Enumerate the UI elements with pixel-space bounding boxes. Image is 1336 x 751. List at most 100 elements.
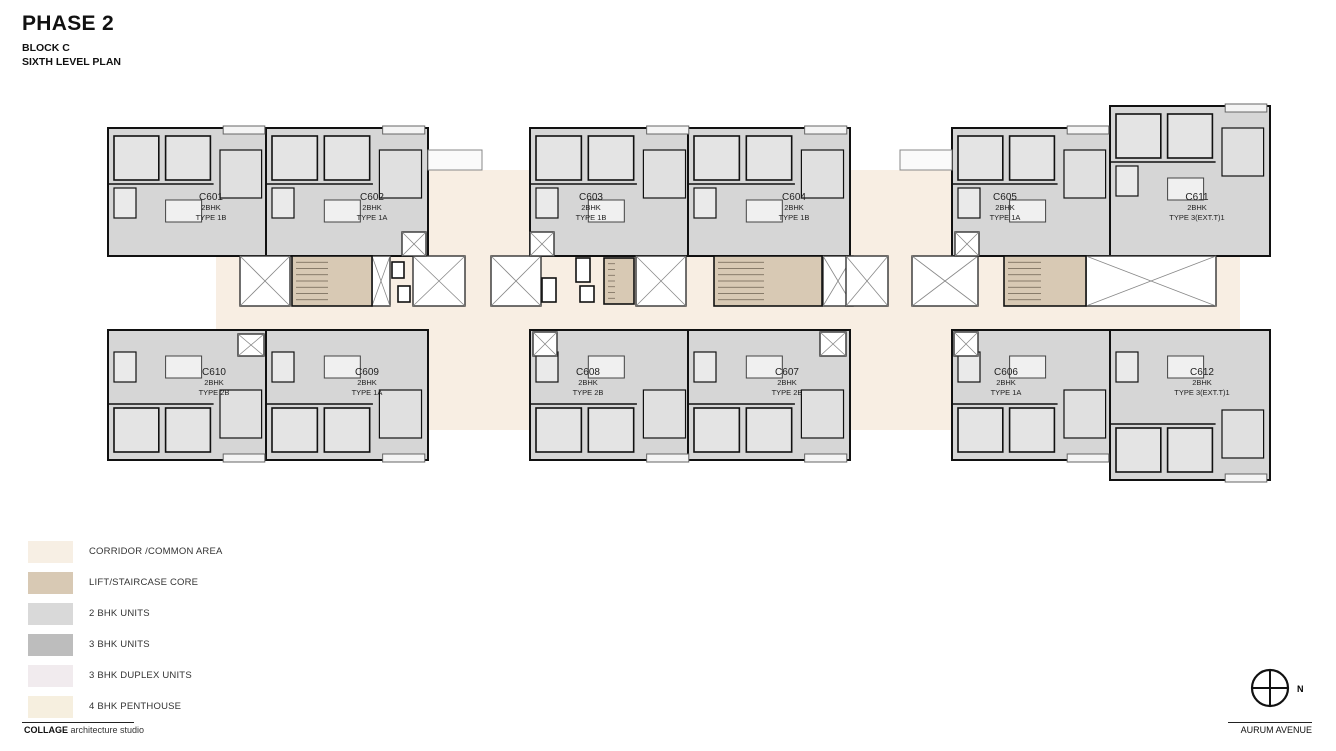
legend-swatch: [28, 602, 73, 625]
unit-id-label: C604: [782, 192, 806, 203]
dining-table: [587, 199, 625, 223]
shaft-cross: [954, 231, 980, 257]
legend-item: 2 BHK UNITS: [28, 598, 223, 629]
balcony: [1224, 103, 1268, 113]
shaft-cross: [237, 333, 265, 357]
unit-id-label: C611: [1185, 192, 1209, 203]
bedroom-room: [693, 135, 741, 181]
dining-table: [1009, 199, 1047, 223]
unit-id-label: C605: [993, 192, 1017, 203]
unit-bhk-label: 2BHK: [1192, 378, 1212, 387]
bedroom-room: [113, 407, 160, 453]
dining-table: [587, 355, 625, 379]
detail-layer: [108, 103, 1268, 483]
shaft-cross: [953, 331, 979, 357]
dining-table: [745, 199, 783, 223]
shaft-cross: [635, 255, 687, 307]
living-room: [800, 389, 845, 439]
living-room: [219, 389, 263, 439]
balcony: [1066, 453, 1110, 463]
unit-bhk-label: 2BHK: [204, 378, 224, 387]
bedroom-room: [535, 407, 583, 453]
unit-type-label: TYPE 2B: [199, 388, 230, 397]
lift-car: [541, 277, 557, 303]
bedroom-room: [1115, 113, 1162, 159]
dining-table: [1167, 355, 1205, 379]
toilet-room: [271, 351, 295, 383]
unit-type-label: TYPE 2B: [573, 388, 604, 397]
bedroom-room: [1115, 427, 1162, 473]
unit-bhk-label: 2BHK: [996, 378, 1016, 387]
legend-swatch: [28, 633, 73, 656]
living-room: [1063, 149, 1107, 199]
balcony: [222, 453, 266, 463]
toilet-room: [693, 187, 717, 219]
toilet-room: [535, 187, 559, 219]
studio-suffix: architecture studio: [70, 725, 145, 735]
unit-bhk-label: 2BHK: [581, 203, 601, 212]
unit-bhk-label: 2BHK: [777, 378, 797, 387]
toilet-room: [113, 351, 137, 383]
balcony: [382, 453, 426, 463]
bedroom-room: [957, 135, 1004, 181]
legend-swatch: [28, 540, 73, 563]
bedroom-room: [693, 407, 741, 453]
living-room: [642, 389, 687, 439]
dining-table: [745, 355, 783, 379]
footer-rule-right: [1228, 722, 1312, 723]
studio-name: COLLAGE: [24, 725, 68, 735]
footer-rule-left: [22, 722, 134, 723]
lift-car: [391, 261, 405, 279]
unit-id-label: C608: [576, 367, 600, 378]
bedroom-room: [745, 407, 793, 453]
bedroom-room: [1008, 407, 1056, 453]
living-room: [219, 149, 263, 199]
legend-item: 3 BHK UNITS: [28, 629, 223, 660]
balcony: [804, 453, 848, 463]
shaft-cross: [490, 255, 542, 307]
bedroom-room: [164, 407, 212, 453]
dining-table: [165, 199, 203, 223]
lift-car: [575, 257, 591, 283]
unit-type-label: TYPE 3(EXT.T)1: [1174, 388, 1229, 397]
north-arrow-icon: N: [1250, 668, 1304, 708]
shaft-cross: [819, 331, 847, 357]
living-room: [800, 149, 845, 199]
unit-id-label: C602: [360, 192, 384, 203]
living-room: [1063, 389, 1107, 439]
balcony: [1224, 473, 1268, 483]
bedroom-room: [745, 135, 793, 181]
unit-id-label: C607: [775, 367, 799, 378]
dining-table: [323, 355, 361, 379]
shaft-cross: [239, 255, 291, 307]
legend-label: 4 BHK PENTHOUSE: [89, 701, 182, 712]
shaft-cross: [1085, 255, 1217, 307]
unit-bhk-label: 2BHK: [995, 203, 1015, 212]
legend-swatch: [28, 695, 73, 718]
legend-label: 3 BHK UNITS: [89, 639, 150, 650]
living-room: [378, 389, 423, 439]
living-room: [642, 149, 687, 199]
terrace: [427, 149, 483, 171]
unit-type-label: TYPE 1A: [990, 213, 1021, 222]
bedroom-room: [1008, 135, 1056, 181]
living-room: [378, 149, 423, 199]
legend-label: 3 BHK DUPLEX UNITS: [89, 670, 192, 681]
bedroom-room: [113, 135, 160, 181]
balcony: [646, 453, 690, 463]
dining-table: [1167, 177, 1205, 201]
unit-type-label: TYPE 1A: [357, 213, 388, 222]
bedroom-room: [271, 407, 319, 453]
legend-item: 4 BHK PENTHOUSE: [28, 691, 223, 722]
toilet-room: [957, 187, 981, 219]
unit-type-label: TYPE 2B: [772, 388, 803, 397]
legend-swatch: [28, 664, 73, 687]
lift-car: [397, 285, 411, 303]
living-room: [1221, 127, 1265, 177]
legend-item: CORRIDOR /COMMON AREA: [28, 536, 223, 567]
balcony: [382, 125, 426, 135]
unit-type-label: TYPE 1A: [991, 388, 1022, 397]
unit-id-label: C612: [1190, 367, 1214, 378]
unit-type-label: TYPE 3(EXT.T)1: [1169, 213, 1224, 222]
